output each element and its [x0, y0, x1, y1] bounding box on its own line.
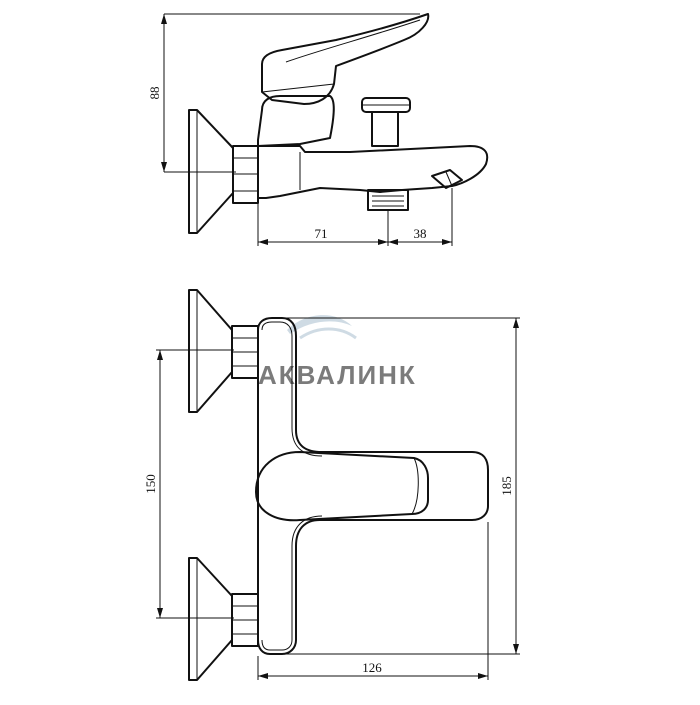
- dim-126-label: 126: [362, 660, 382, 675]
- side-handle-highlight: [285, 19, 421, 63]
- side-spout-aerator: [431, 169, 463, 189]
- side-diverter-stem: [371, 111, 399, 147]
- watermark-text: АКВАЛИНК: [258, 360, 417, 390]
- front-body-contour-top: [261, 321, 323, 457]
- front-main-body: [257, 317, 489, 655]
- watermark-wave-line: [299, 327, 357, 340]
- side-aerator-line: [445, 171, 453, 187]
- front-body-contour-bottom: [261, 515, 323, 651]
- side-handle-lever: [261, 13, 430, 105]
- front-lever-tip-line: [411, 457, 419, 515]
- dim-38-label: 38: [414, 226, 427, 241]
- front-lower-flange: [188, 557, 233, 681]
- side-handle-base-line: [261, 83, 335, 93]
- dim-71-label: 71: [315, 226, 328, 241]
- watermark-logo: АКВАЛИНК: [258, 315, 417, 390]
- front-view: 150 185 126: [143, 289, 520, 681]
- front-upper-flange: [188, 289, 233, 413]
- dim-185-label: 185: [499, 476, 514, 496]
- dim-150-label: 150: [143, 474, 158, 494]
- side-thread-outlet: [367, 189, 409, 211]
- front-lever-handle: [255, 451, 429, 522]
- side-view: 88 71 38: [147, 13, 489, 246]
- watermark-wave-icon: [287, 315, 352, 334]
- dim-88-label: 88: [147, 87, 162, 100]
- side-cartridge-body: [257, 95, 335, 147]
- side-body-spout: [257, 145, 489, 199]
